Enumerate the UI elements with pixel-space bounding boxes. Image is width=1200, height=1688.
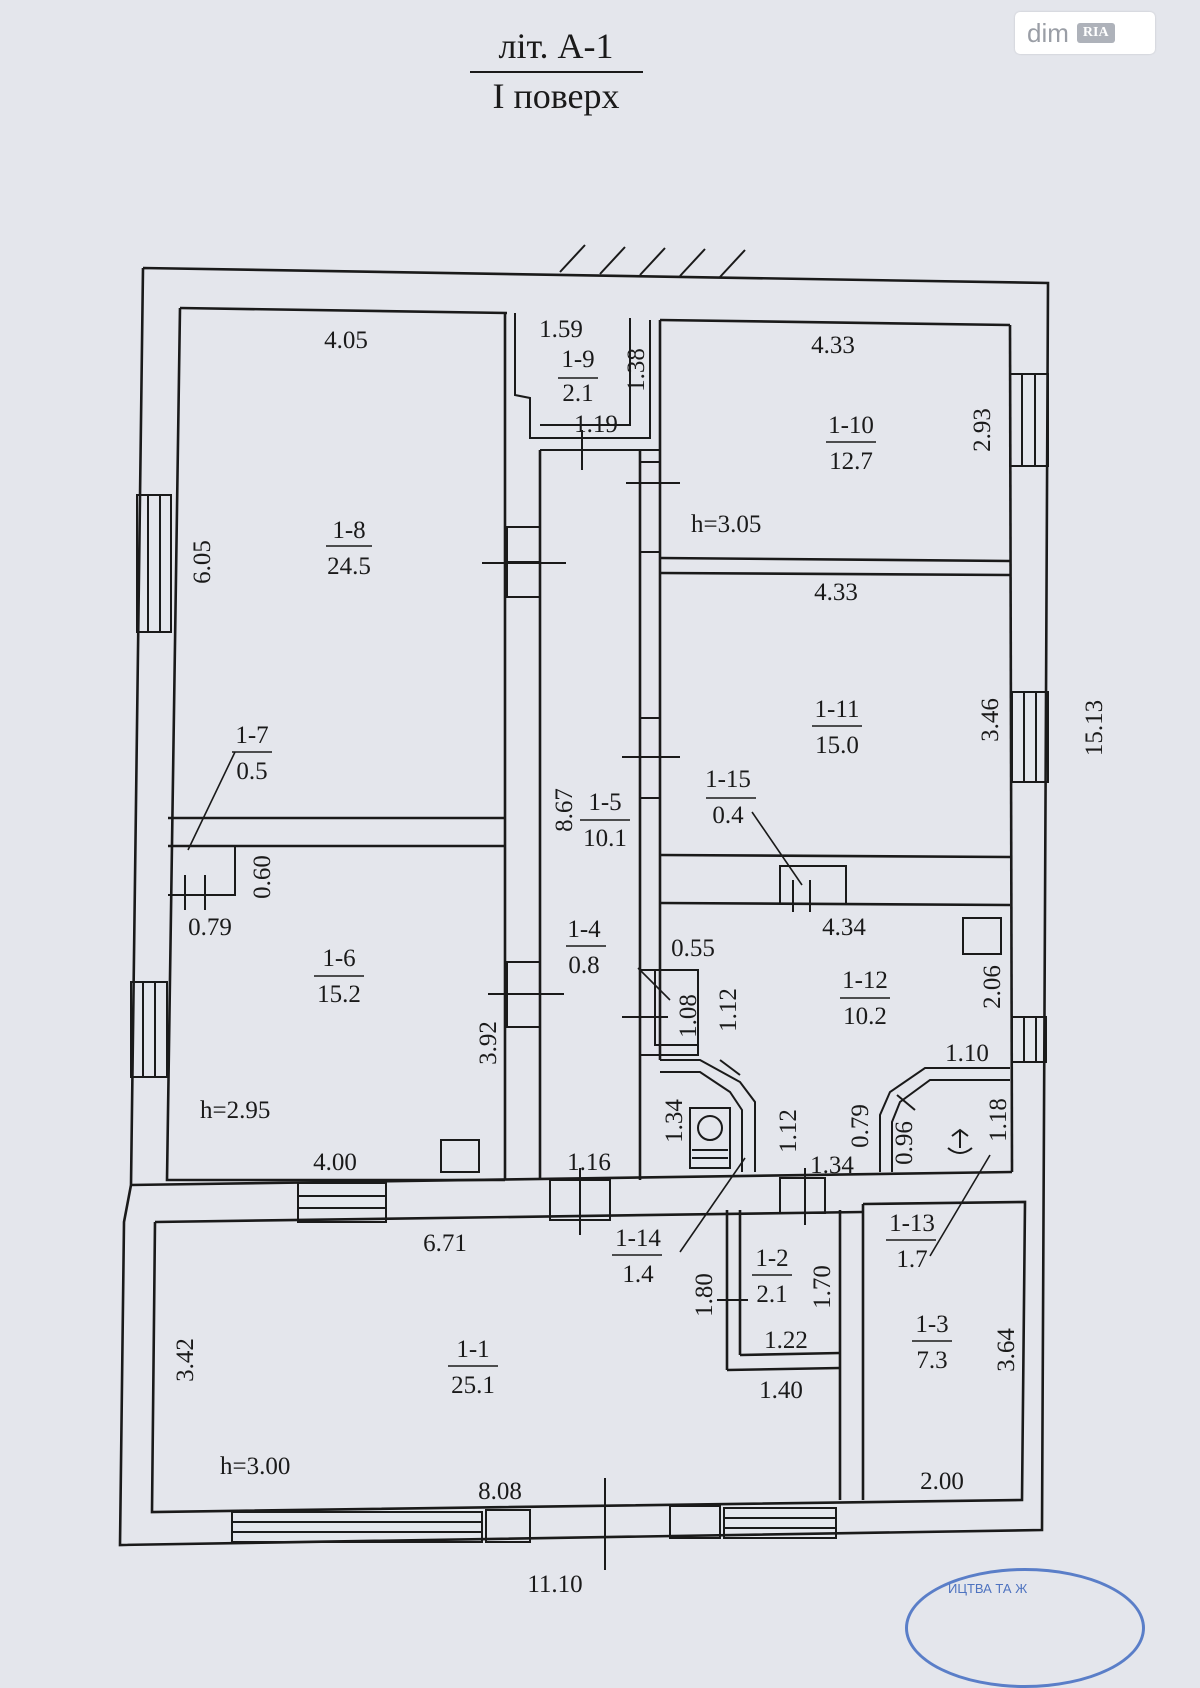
dim-label: 1.19 [574, 411, 618, 438]
room-1-12-id: 1-12 [842, 967, 888, 994]
leader-lines [187, 377, 991, 1367]
room-1-2-id: 1-2 [755, 1245, 788, 1272]
dim-label: 1.80 [691, 1273, 718, 1317]
room-1-10-area: 12.7 [829, 448, 873, 475]
dim-label: 1.70 [809, 1265, 836, 1309]
dim-label: 4.05 [324, 327, 368, 354]
dim-label: 1.22 [764, 1327, 808, 1354]
room-1-1-id: 1-1 [456, 1336, 489, 1363]
sink-icon [947, 1128, 973, 1154]
vertical-dimension-labels: 6.05 1.38 2.93 15.13 3.46 8.67 0.60 2.06… [172, 348, 1108, 1382]
dim-label: 1.38 [623, 348, 650, 392]
room-1-15-area: 0.4 [712, 802, 744, 829]
room-1-5-area: 10.1 [583, 825, 627, 852]
outer-walls [118, 266, 1050, 1547]
dim-label: 3.42 [172, 1338, 199, 1382]
dim-label: 1.40 [759, 1377, 803, 1404]
dim-label: 0.79 [847, 1104, 874, 1148]
windows [130, 373, 1049, 1543]
room-1-13-area: 1.7 [896, 1246, 927, 1273]
interior-walls [168, 313, 1011, 1500]
room-1-11-area: 15.0 [815, 732, 859, 759]
watermark-brand: dim [1027, 17, 1069, 48]
room-1-4-area: 0.8 [568, 952, 599, 979]
dim-label: 0.55 [671, 935, 715, 962]
dim-label: 1.16 [567, 1149, 611, 1176]
official-stamp: ИЦТВА ТА Ж [905, 1568, 1145, 1688]
height-label: h=3.00 [220, 1453, 290, 1480]
room-1-7-id: 1-7 [235, 722, 268, 749]
room-1-11-id: 1-11 [815, 696, 860, 723]
dim-label: 1.18 [985, 1098, 1012, 1142]
room-1-2-area: 2.1 [756, 1281, 787, 1308]
room-1-9-id: 1-9 [561, 346, 594, 373]
room-1-7-area: 0.5 [236, 758, 267, 785]
room-1-13-id: 1-13 [889, 1210, 935, 1237]
room-1-4-id: 1-4 [567, 916, 601, 943]
dim-label: 4.34 [822, 914, 866, 941]
dim-label: 2.93 [969, 408, 996, 452]
room-1-1-area: 25.1 [451, 1372, 495, 1399]
dimria-watermark: dim RIA [1015, 12, 1155, 54]
dim-label: 8.08 [478, 1478, 522, 1505]
dim-label: 1.34 [810, 1152, 854, 1179]
dim-label: 3.64 [993, 1328, 1020, 1372]
plan-subtitle: І поверх [492, 76, 619, 116]
room-1-5-id: 1-5 [588, 789, 621, 816]
room-1-12-area: 10.2 [843, 1003, 887, 1030]
dim-label: 1.12 [715, 988, 742, 1032]
dim-label: 1.12 [775, 1109, 802, 1153]
dim-label: 0.79 [188, 914, 232, 941]
room-1-6-id: 1-6 [322, 945, 355, 972]
door-ticks [184, 430, 916, 1570]
dimension-labels: 4.05 1.59 1.19 4.33 4.33 0.79 4.34 0.55 … [188, 316, 989, 1598]
dim-label: 11.10 [527, 1571, 582, 1598]
dim-label: 3.92 [475, 1021, 502, 1065]
height-label: h=2.95 [200, 1097, 270, 1124]
dim-label: 4.00 [313, 1149, 357, 1176]
dim-label: 2.06 [979, 965, 1006, 1009]
entrance-hatch [559, 244, 746, 278]
stamp-text: ИЦТВА ТА Ж [948, 1581, 1028, 1596]
toilet-icon [689, 1107, 731, 1169]
dim-label: 1.10 [945, 1040, 989, 1067]
room-1-14-id: 1-14 [615, 1225, 661, 1252]
dim-label: 2.00 [920, 1468, 964, 1495]
dim-label: 0.96 [891, 1121, 918, 1165]
dim-label: 6.71 [423, 1230, 467, 1257]
dim-label: 4.33 [811, 332, 855, 359]
watermark-badge: RIA [1076, 23, 1115, 43]
room-1-10-id: 1-10 [828, 412, 874, 439]
fixtures [440, 917, 1002, 1173]
dim-label: 1.59 [539, 316, 583, 343]
dim-label: 15.13 [1081, 700, 1108, 756]
dim-label: 1.08 [675, 994, 702, 1038]
dim-label: 4.33 [814, 579, 858, 606]
room-1-3-id: 1-3 [915, 1311, 948, 1338]
dim-label: 6.05 [189, 540, 216, 584]
ceiling-heights: h=3.05 h=2.95 h=3.00 [200, 511, 761, 1480]
plan-title: літ. А-1 [499, 26, 614, 66]
room-1-14-area: 1.4 [622, 1261, 654, 1288]
room-labels: 1-8 24.5 1-9 2.1 1-10 12.7 1-11 15.0 1-7… [235, 346, 948, 1399]
room-1-6-area: 15.2 [317, 981, 361, 1008]
stove-icon [440, 1139, 480, 1173]
room-1-3-area: 7.3 [916, 1347, 947, 1374]
stove-icon [962, 917, 1002, 955]
height-label: h=3.05 [691, 511, 761, 538]
dim-label: 1.34 [661, 1099, 688, 1143]
dim-label: 0.60 [249, 855, 276, 899]
room-1-9-area: 2.1 [562, 380, 593, 407]
dim-label: 3.46 [977, 698, 1004, 742]
floor-plan: літ. А-1 І поверх [118, 26, 1108, 1598]
room-1-15-id: 1-15 [705, 766, 751, 793]
room-1-8-area: 24.5 [327, 553, 371, 580]
room-1-8-id: 1-8 [332, 517, 365, 544]
dim-label: 8.67 [551, 788, 578, 832]
